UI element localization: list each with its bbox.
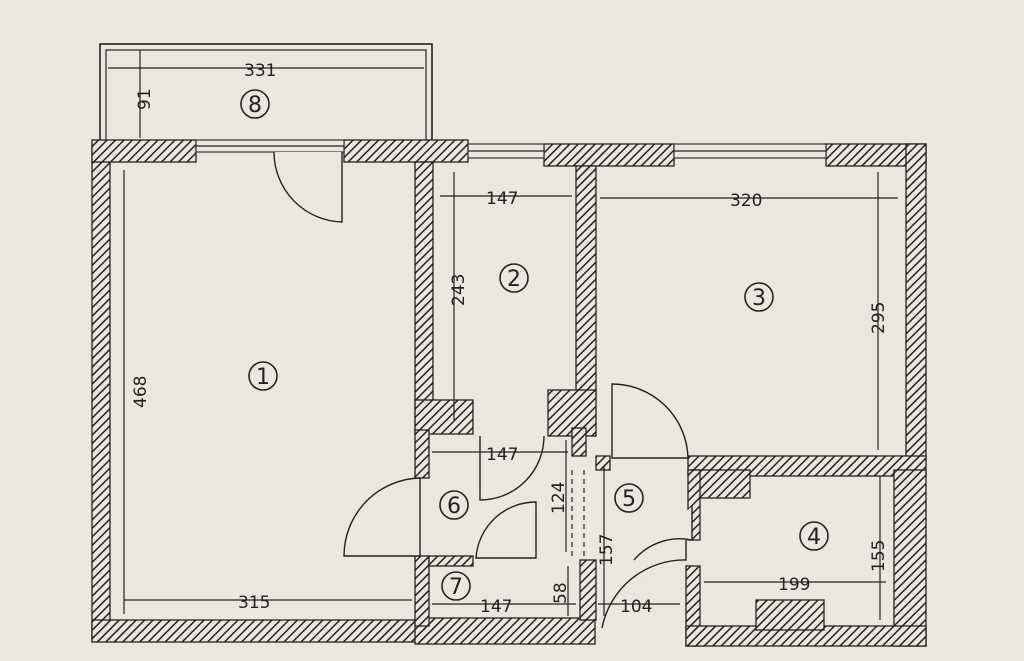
dim-room6-width: 147	[486, 445, 518, 465]
room-label-1: 1	[256, 365, 270, 390]
dim-room3-height: 295	[869, 302, 889, 334]
dim-room1-width: 315	[238, 593, 270, 613]
dim-room2-width: 147	[486, 189, 518, 209]
windows	[195, 139, 827, 159]
dim-room1-height: 468	[131, 376, 151, 408]
dim-room7-width: 147	[480, 597, 512, 617]
room-label-3: 3	[752, 286, 766, 311]
room-label-2: 2	[507, 267, 521, 292]
room-label-8: 8	[248, 93, 262, 118]
room-label-5: 5	[622, 487, 636, 512]
room-label-7: 7	[449, 575, 463, 600]
dim-room5-width: 104	[620, 597, 652, 617]
dim-room3-width: 320	[730, 191, 762, 211]
walls	[91, 139, 927, 647]
dim-room2-height: 243	[449, 274, 469, 306]
doors	[273, 151, 693, 629]
dim-room6-height: 124	[549, 482, 569, 514]
room-label-6: 6	[447, 494, 461, 519]
dimension-labels: 331 91 468 315 147 243 320 295 199 155 1…	[131, 61, 889, 617]
dimension-lines	[108, 50, 898, 620]
room-label-4: 4	[807, 525, 821, 550]
dim-room5-height: 157	[597, 534, 617, 566]
dim-room7-height: 58	[551, 582, 571, 604]
dim-room4-width: 199	[778, 575, 810, 595]
dim-balcony-depth: 91	[135, 88, 155, 110]
dim-balcony-width: 331	[244, 61, 276, 81]
dim-room4-height: 155	[869, 540, 889, 572]
room-labels: 1 2 3 4 5 6 7 8	[240, 89, 829, 601]
